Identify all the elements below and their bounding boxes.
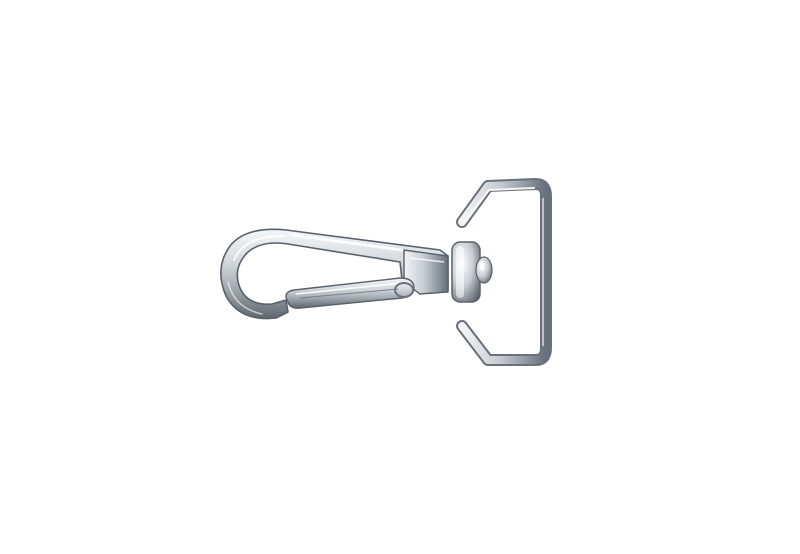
spring-gate (285, 277, 415, 309)
hook-body (220, 228, 449, 320)
swivel-ring (456, 178, 552, 366)
swivel-barrel (451, 241, 493, 303)
